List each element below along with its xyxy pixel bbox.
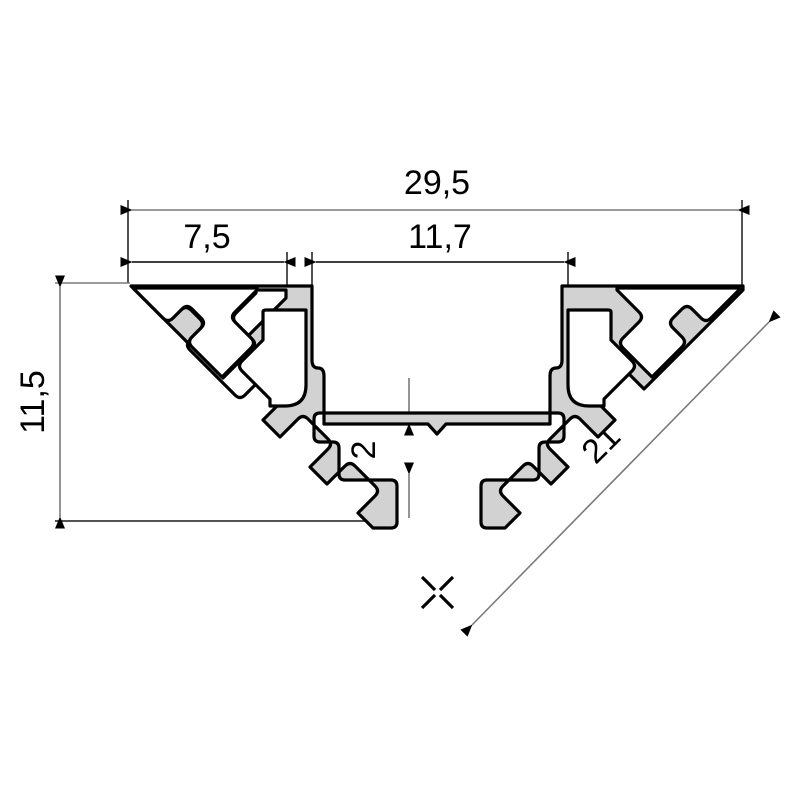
dimension-label-left-offset: 7,5: [183, 218, 230, 256]
dimension-label-channel-width: 11,7: [408, 218, 472, 256]
dimension-left-offset: 7,5: [120, 218, 296, 267]
dimension-label-overall-height: 11,5: [14, 370, 52, 434]
dimension-label-base-thickness: 2: [345, 441, 383, 460]
dimension-overall-height: 11,5: [14, 275, 65, 529]
profile-cutouts: [132, 286, 308, 408]
origin-cross-icon: [420, 575, 455, 610]
profile-cutouts-right: [566, 286, 742, 408]
dimension-channel-width: 11,7: [304, 218, 576, 267]
dimension-overall-width: 29,5: [120, 164, 750, 215]
dimension-label-overall-width: 29,5: [404, 164, 470, 202]
